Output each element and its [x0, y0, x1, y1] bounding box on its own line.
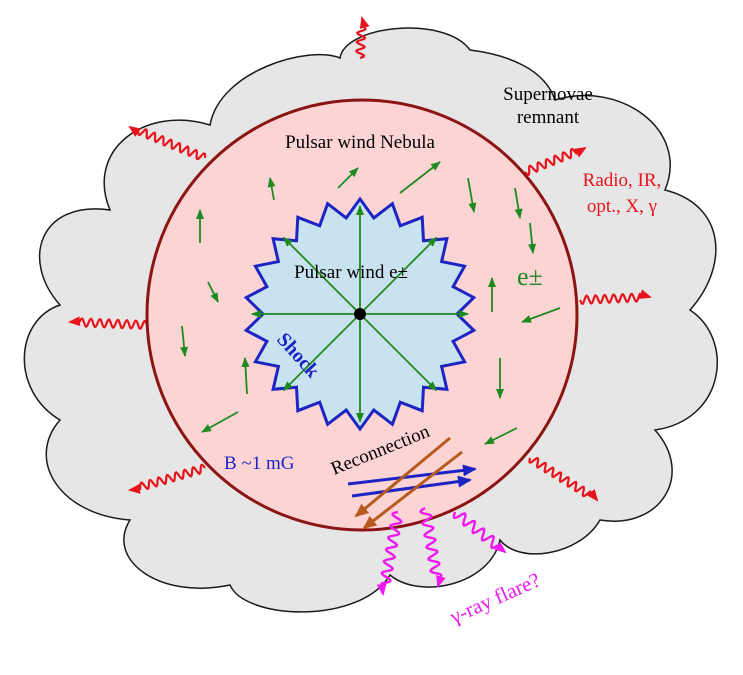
flow-arrow [201, 411, 239, 433]
reconnection-arrows [347, 436, 477, 530]
flow-arrow [180, 325, 189, 357]
reconnection-arrow-blue-1 [347, 464, 477, 486]
flow-arrow [484, 427, 518, 445]
pulsar-wind-label: Pulsar wind e± [294, 262, 408, 283]
emission-label-line1: Radio, IR, [583, 170, 662, 191]
flow-arrow [207, 281, 219, 303]
flare-wave [419, 506, 446, 588]
wind-arrow [282, 236, 361, 315]
magnetic-field-label: B ~1 mG [224, 453, 295, 474]
flow-arrow [337, 167, 359, 189]
flow-arrow [267, 177, 276, 201]
emission-wave [128, 463, 206, 494]
flow-arrow [399, 161, 441, 194]
wind-arrow [359, 236, 438, 315]
emission-wave [528, 457, 599, 502]
electron-label: e± [517, 262, 543, 291]
pwn-label: Pulsar wind Nebula [285, 132, 435, 153]
wind-arrow [359, 313, 438, 392]
emission-wave [578, 289, 652, 306]
emission-wave [128, 125, 207, 161]
emission-waves [68, 16, 652, 502]
pulsar-dot [354, 308, 366, 320]
snr-label-line2: remnant [517, 107, 580, 128]
flare-wave [452, 511, 507, 554]
emission-wave [68, 316, 149, 330]
reconnection-arrow-blue-2 [351, 475, 472, 498]
wind-arrow [282, 313, 361, 392]
gamma-ray-flare-waves [376, 506, 507, 596]
flow-arrow [521, 307, 561, 323]
flare-wave [376, 510, 403, 596]
flow-arrow [528, 222, 537, 254]
reconnection-arrow-brown-1 [354, 436, 451, 518]
emission-wave [524, 146, 587, 176]
flow-arrow [514, 187, 523, 219]
flow-arrow [467, 177, 477, 213]
flow-arrow [241, 357, 250, 395]
emission-label-line2: opt., X, γ [587, 196, 657, 217]
nebula-flow-arrows [180, 161, 561, 445]
pulsar-wind-arrows [251, 205, 469, 423]
emission-wave [354, 16, 370, 60]
snr-label-line1: Supernovae [503, 84, 593, 105]
reconnection-arrow-brown-2 [362, 450, 463, 530]
